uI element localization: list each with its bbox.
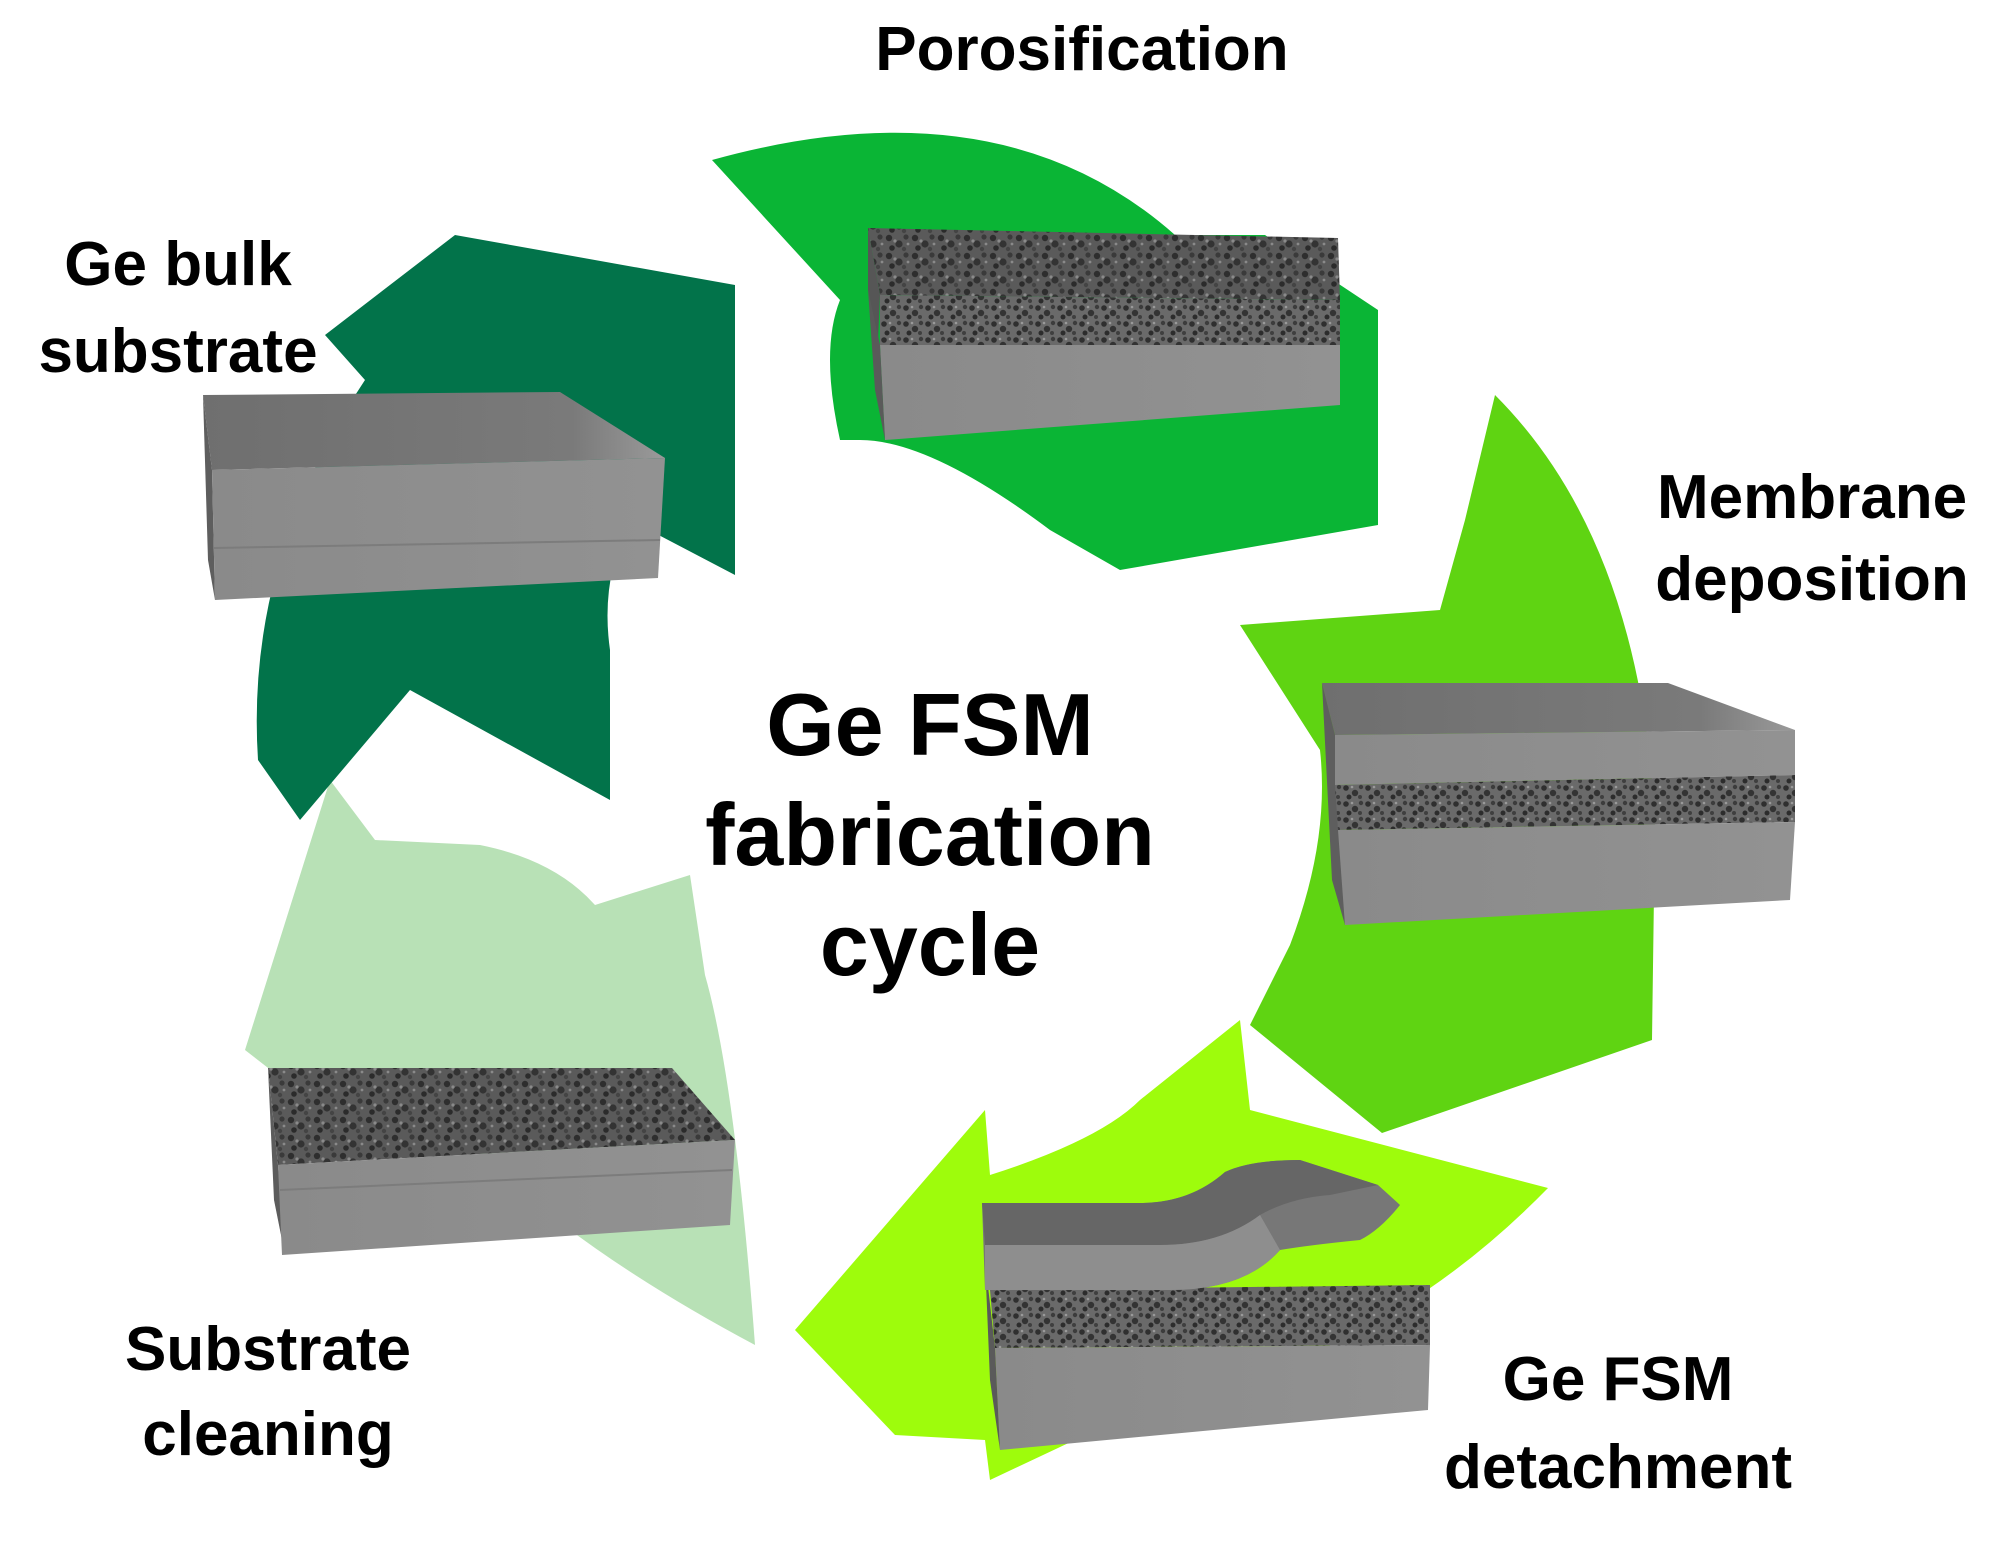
label-cleaning-line1: Substrate <box>125 1315 411 1384</box>
substrate-cleaning-sample-image <box>268 1068 735 1255</box>
step-labels: Porosification Membrane deposition Ge FS… <box>38 15 1968 1502</box>
center-title-line1: Ge FSM <box>766 675 1094 774</box>
ge-fsm-detachment-sample-image <box>982 1160 1430 1450</box>
porosification-sample-image <box>868 228 1340 440</box>
center-title: Ge FSM fabrication cycle <box>705 675 1155 994</box>
center-title-line2: fabrication <box>705 785 1155 884</box>
label-bulk-line2: substrate <box>38 317 317 386</box>
membrane-deposition-sample-image <box>1322 683 1795 925</box>
ge-bulk-substrate-image <box>203 392 665 600</box>
label-porosification: Porosification <box>875 15 1288 84</box>
label-membrane-line2: deposition <box>1655 545 1968 614</box>
center-title-line3: cycle <box>820 895 1040 994</box>
label-cleaning-line2: cleaning <box>142 1400 394 1469</box>
arrow-substrate-cleaning <box>245 780 755 1345</box>
label-bulk-line1: Ge bulk <box>64 230 292 299</box>
label-membrane-line1: Membrane <box>1657 463 1967 532</box>
label-detachment-line1: Ge FSM <box>1503 1345 1734 1414</box>
label-detachment-line2: detachment <box>1444 1433 1792 1502</box>
